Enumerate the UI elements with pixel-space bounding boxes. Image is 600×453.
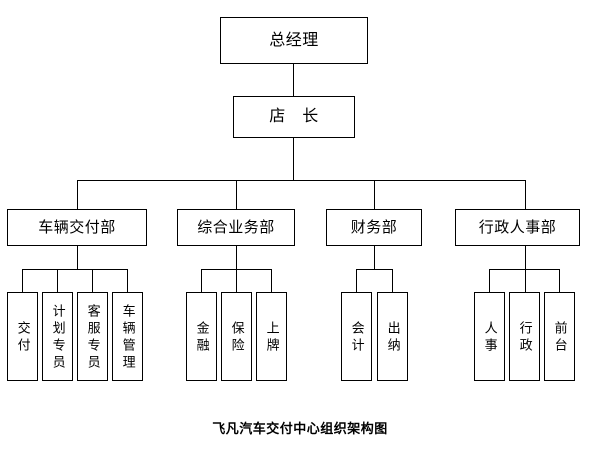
connector-dept-3-bus <box>489 269 560 270</box>
node-department-3-label: 行政人事部 <box>478 218 557 236</box>
node-dept-3-child-2-label: 前台 <box>552 320 568 355</box>
connector-dept-3-leaf-1 <box>525 269 526 292</box>
node-department-0-label: 车辆交付部 <box>38 218 116 236</box>
node-dept-1-child-2-label: 上牌 <box>264 320 280 355</box>
node-department-1[interactable]: 综合业务部 <box>177 209 295 246</box>
node-dept-3-child-0-label: 人事 <box>482 320 498 355</box>
node-dept-0-child-1-label: 计划专员 <box>50 303 66 372</box>
connector-dept-0-leaf-2 <box>92 269 93 292</box>
node-dept-3-child-2[interactable]: 前台 <box>544 292 575 381</box>
node-department-3[interactable]: 行政人事部 <box>455 209 580 246</box>
node-store-manager-label: 店 长 <box>269 108 319 126</box>
node-store-manager[interactable]: 店 长 <box>233 96 355 138</box>
node-dept-1-child-1[interactable]: 保险 <box>221 292 252 381</box>
connector-drop-dept-0 <box>77 180 78 209</box>
connector-store-manager-drop <box>293 138 294 180</box>
connector-drop-dept-1 <box>236 180 237 209</box>
node-general-manager-label: 总经理 <box>269 31 319 49</box>
node-dept-2-child-0-label: 会计 <box>349 320 365 355</box>
node-dept-1-child-0[interactable]: 金融 <box>186 292 217 381</box>
node-dept-2-child-0[interactable]: 会计 <box>341 292 372 381</box>
connector-dept-2-leaf-0 <box>356 269 357 292</box>
node-general-manager[interactable]: 总经理 <box>220 17 368 64</box>
connector-dept-3-leaf-0 <box>489 269 490 292</box>
connector-dept-2-drop <box>374 246 375 269</box>
node-dept-0-child-3[interactable]: 车辆管理 <box>112 292 143 381</box>
connector-dept-2-leaf-1 <box>392 269 393 292</box>
connector-drop-dept-3 <box>525 180 526 209</box>
node-dept-0-child-0[interactable]: 交付 <box>7 292 38 381</box>
node-dept-1-child-1-label: 保险 <box>229 320 245 355</box>
connector-dept-3-drop <box>525 246 526 269</box>
node-dept-3-child-1-label: 行政 <box>517 320 533 355</box>
node-department-1-label: 综合业务部 <box>197 218 275 236</box>
connector-dept-0-bus <box>22 269 127 270</box>
node-dept-0-child-2[interactable]: 客服专员 <box>77 292 108 381</box>
connector-gm-to-store-manager <box>293 64 294 96</box>
node-dept-0-child-2-label: 客服专员 <box>85 303 101 372</box>
node-dept-0-child-3-label: 车辆管理 <box>120 303 136 372</box>
connector-dept-1-leaf-0 <box>201 269 202 292</box>
node-department-0[interactable]: 车辆交付部 <box>7 209 147 246</box>
node-dept-0-child-0-label: 交付 <box>15 320 31 355</box>
connector-department-bus <box>77 180 526 181</box>
node-department-2-label: 财务部 <box>350 218 398 236</box>
connector-dept-1-drop <box>236 246 237 269</box>
chart-caption: 飞凡汽车交付中心组织架构图 <box>212 421 388 436</box>
connector-dept-2-bus <box>356 269 393 270</box>
node-dept-2-child-1-label: 出纳 <box>385 320 401 355</box>
connector-dept-3-leaf-2 <box>559 269 560 292</box>
node-dept-0-child-1[interactable]: 计划专员 <box>42 292 73 381</box>
node-dept-3-child-1[interactable]: 行政 <box>509 292 540 381</box>
node-department-2[interactable]: 财务部 <box>326 209 422 246</box>
node-dept-3-child-0[interactable]: 人事 <box>474 292 505 381</box>
connector-dept-0-leaf-1 <box>57 269 58 292</box>
node-dept-2-child-1[interactable]: 出纳 <box>377 292 408 381</box>
connector-dept-0-drop <box>77 246 78 269</box>
connector-dept-1-leaf-2 <box>271 269 272 292</box>
connector-dept-0-leaf-3 <box>127 269 128 292</box>
node-dept-1-child-0-label: 金融 <box>194 320 210 355</box>
connector-dept-1-leaf-1 <box>236 269 237 292</box>
connector-drop-dept-2 <box>374 180 375 209</box>
node-dept-1-child-2[interactable]: 上牌 <box>256 292 287 381</box>
connector-dept-0-leaf-0 <box>22 269 23 292</box>
